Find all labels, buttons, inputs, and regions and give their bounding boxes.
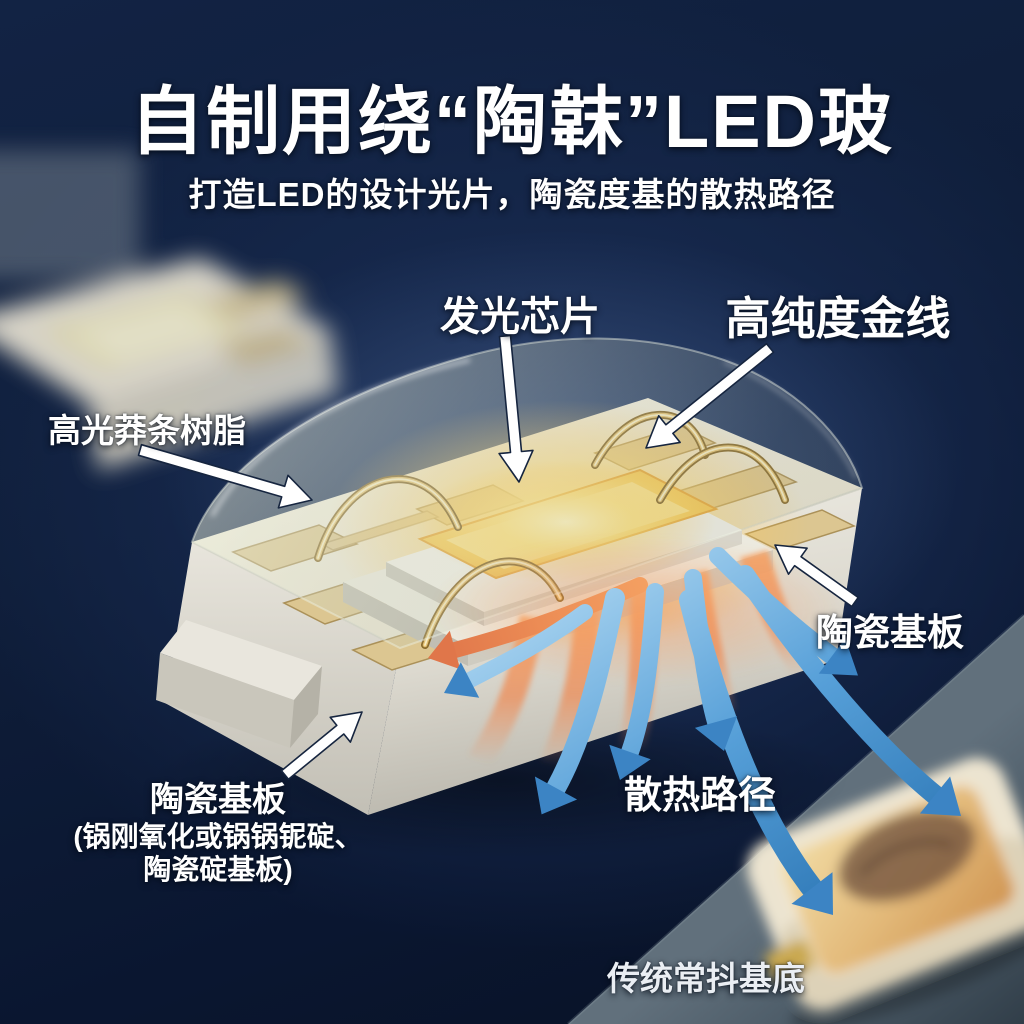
substrate-left-pointer-arrow-icon bbox=[280, 711, 363, 781]
label-ceramic-substrate-right: 陶瓷基板 bbox=[816, 612, 964, 653]
heat-dissipation-arrowheads bbox=[444, 638, 961, 915]
substrate-right-pointer-arrow-icon bbox=[774, 544, 860, 608]
resin-pointer-arrow-icon bbox=[137, 443, 313, 509]
blue-arrow-icon bbox=[735, 565, 945, 805]
label-ceramic-substrate-left-sub1: (锅刚氧化或锅锅铌碇、 bbox=[73, 821, 363, 853]
traditional-led-blurred bbox=[747, 757, 1024, 1024]
label-ceramic-substrate-left-title: 陶瓷基板 bbox=[149, 781, 286, 819]
wire-pointer-arrow-icon bbox=[645, 342, 775, 449]
blue-arrow-icon bbox=[462, 604, 593, 688]
label-traditional-substrate: 传统常抖基底 bbox=[607, 960, 805, 997]
label-light-emitting-chip: 发光芯片 bbox=[440, 295, 600, 339]
blue-arrow-icon bbox=[546, 588, 625, 798]
package-lead-tab bbox=[156, 620, 322, 748]
blue-arrow-icon bbox=[621, 583, 664, 761]
poster-subtitle: 打造LED的设计光片，陶瓷度基的散热路径 bbox=[188, 176, 836, 213]
label-ceramic-substrate-left-sub2: 陶瓷碇基板) bbox=[143, 854, 293, 886]
heat-dissipation-arrows bbox=[462, 547, 945, 899]
poster-title: 自制用绕“陶韎”LED玻 bbox=[130, 80, 894, 163]
annotation-arrows bbox=[137, 334, 860, 781]
label-ceramic-substrate-left: 陶瓷基板 (锅刚氧化或锅锅铌碇、 陶瓷碇基板) bbox=[73, 780, 362, 886]
chip-pointer-arrow-icon bbox=[498, 334, 534, 483]
label-resin: 高光莽条树脂 bbox=[48, 412, 246, 449]
label-gold-wire: 高纯度金线 bbox=[725, 293, 951, 344]
label-heat-path: 散热路径 bbox=[623, 775, 777, 817]
blue-arrow-icon bbox=[679, 589, 823, 899]
